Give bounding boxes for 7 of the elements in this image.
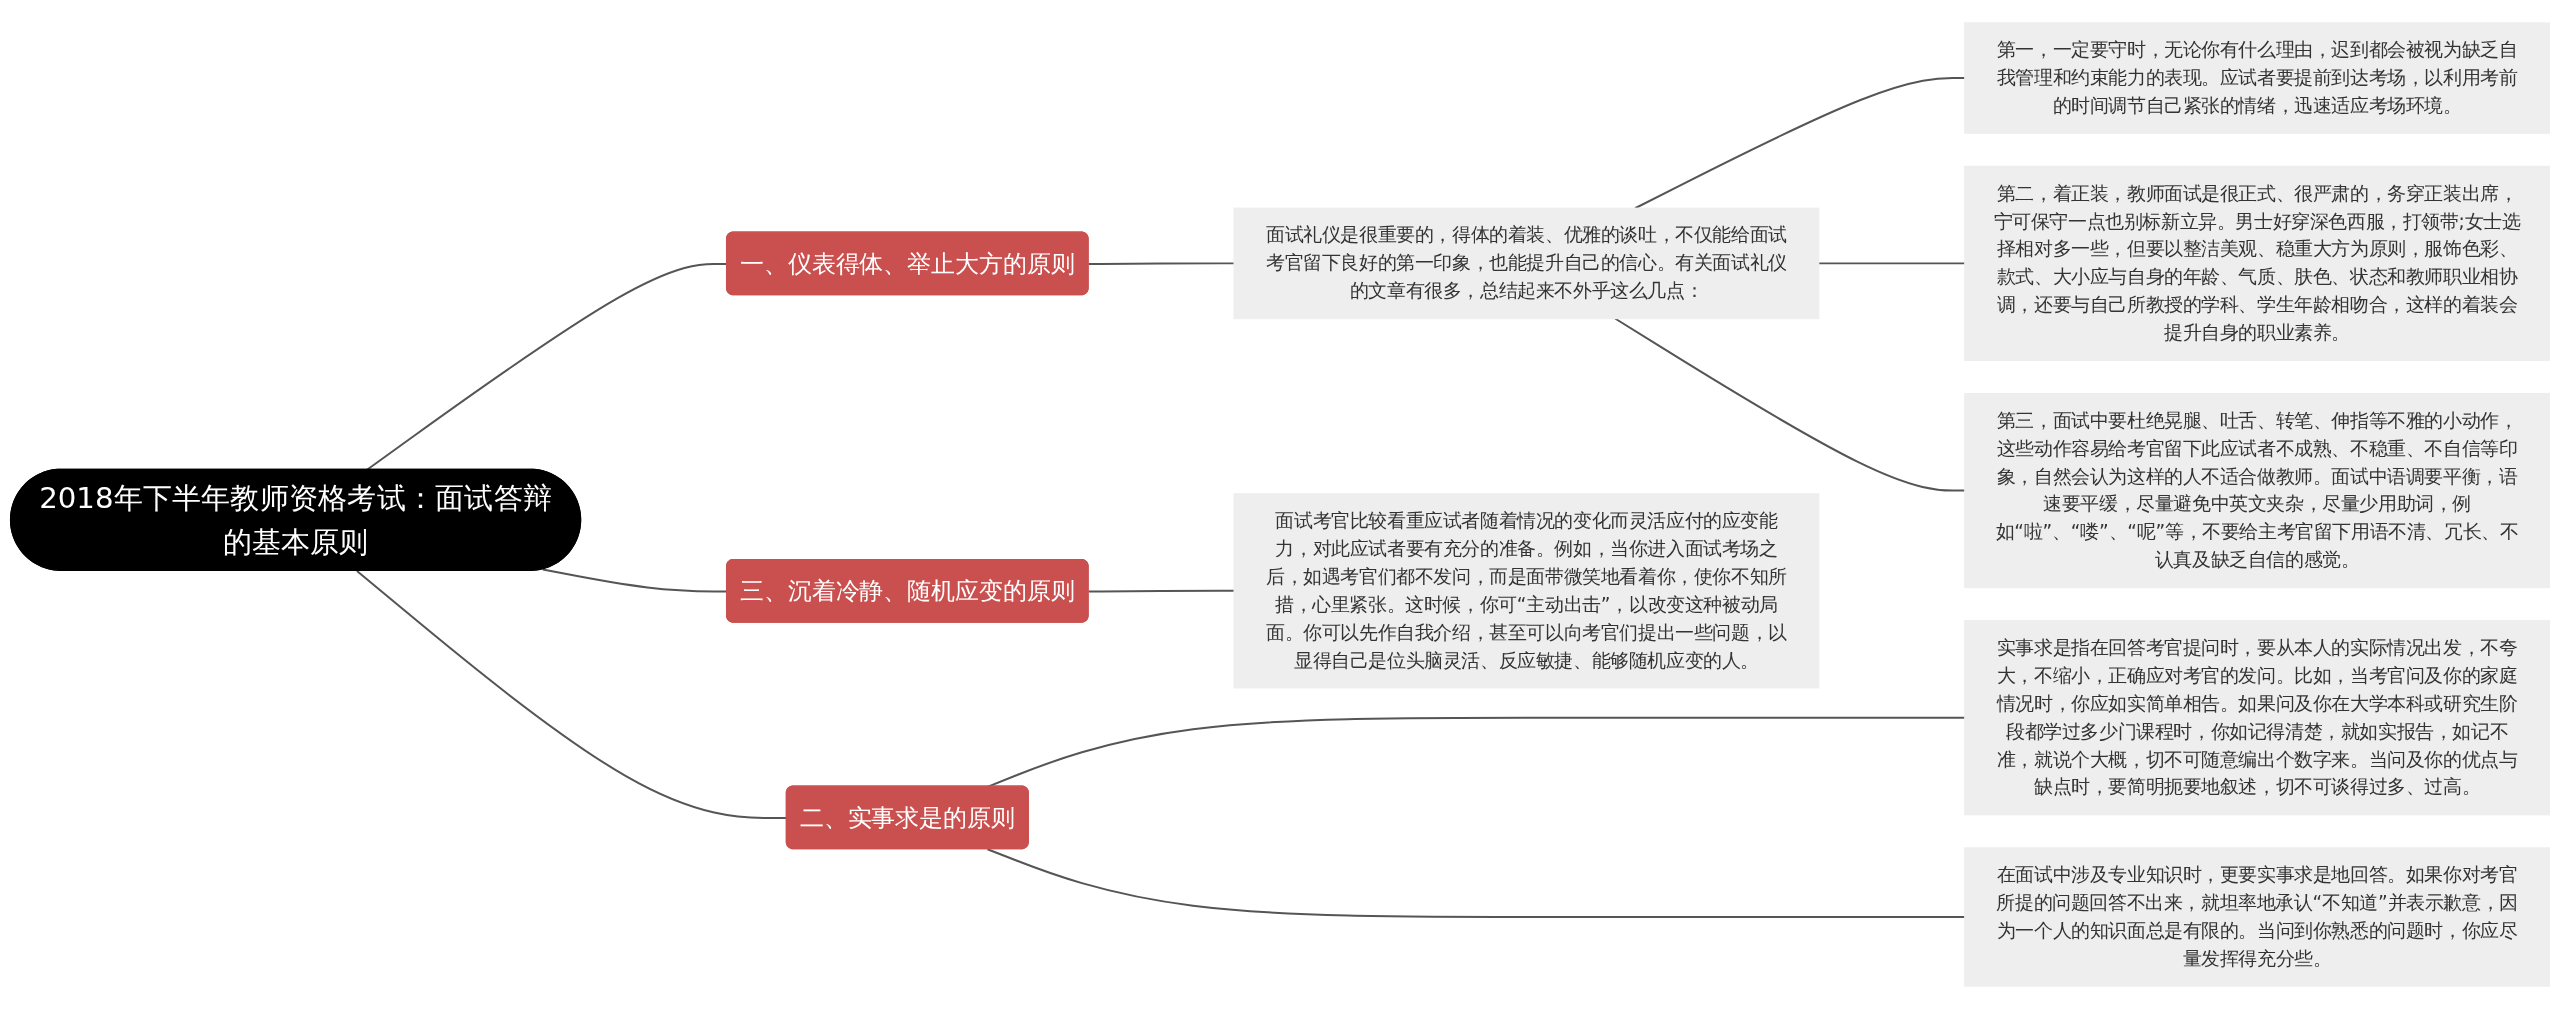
node-box: 面试考官比较看重应试者随着情况的变化而灵活应付的应变能力，对此应试者要有充分的准备。例如，当你进入面试考场之后，如遇考官们都不发问，而是面带微笑地看着你，使你不知所措，心里紧张。这时候，你可“主动出击”，以改变这种被动局面。你可以先作自我介绍，甚至可以向考官们提出一些问题，以显得自己是位头脑灵活、反应敏捷、能够随机应变的人。 — [1233, 493, 1820, 689]
node-box: 第二，着正装，教师面试是很正式、很严肃的，务穿正装出席，宁可保守一点也别标新立异。男士好穿深色西服，打领带;女士选择相对多一些，但要以整洁美观、稳重大方为原则，服饰色彩、款式、大小应与自身的年龄、气质、肤色、状态和教师职业相协调，还要与自己所教授的学科、学生年龄相吻合，这样的着装会提升自身的职业素养。 — [1964, 165, 2551, 362]
node-box: 面试礼仪是很重要的，得体的着装、优雅的谈吐，不仅能给面试考官留下良好的第一印象，也能提升自己的信心。有关面试礼仪的文章有很多，总结起来不外乎这么几点： — [1233, 207, 1820, 320]
node-box: 第三，面试中要杜绝晃腿、吐舌、转笔、伸指等不雅的小动作，这些动作容易给考官留下此应试者不成熟、不稳重、不自信等印象，自然会认为这样的人不适合做教师。面试中语调要平衡，语速要平缓，尽量避免中英文夹杂，尽量少用助词，例如“啦”、“喽”、“呢”等，不要给主考官留下用语不清、冗长、不认真及缺乏自信的感觉。 — [1964, 392, 2551, 589]
node-box: 在面试中涉及专业知识时，更要实事求是地回答。如果你对考官所提的问题回答不出来，就坦率地承认“不知道”并表示歉意，因为一个人的知识面总是有限的。当问到你熟悉的问题时，你应尽量发挥得充分些。 — [1964, 847, 2551, 987]
node-box: 第一，一定要守时，无论你有什么理由，迟到都会被视为缺乏自我管理和约束能力的表现。应试者要提前到达考场，以利用考前的时间调节自己紧张的情绪，迅速适应考场环境。 — [1964, 22, 2551, 134]
node-box: 实事求是指在回答考官提问时，要从本人的实际情况出发，不夸大，不缩小，正确应对考官的发问。比如，当考官问及你的家庭情况时，你应如实简单相告。如果问及你在大学本科或研究生阶段都学过多少门课程时，你如记得清楚，就如实报告，如记不准，就说个大概，切不可随意编出个数字来。当问及你的优点与缺点时，要简明扼要地叙述，切不可谈得过多、过高。 — [1964, 620, 2551, 816]
